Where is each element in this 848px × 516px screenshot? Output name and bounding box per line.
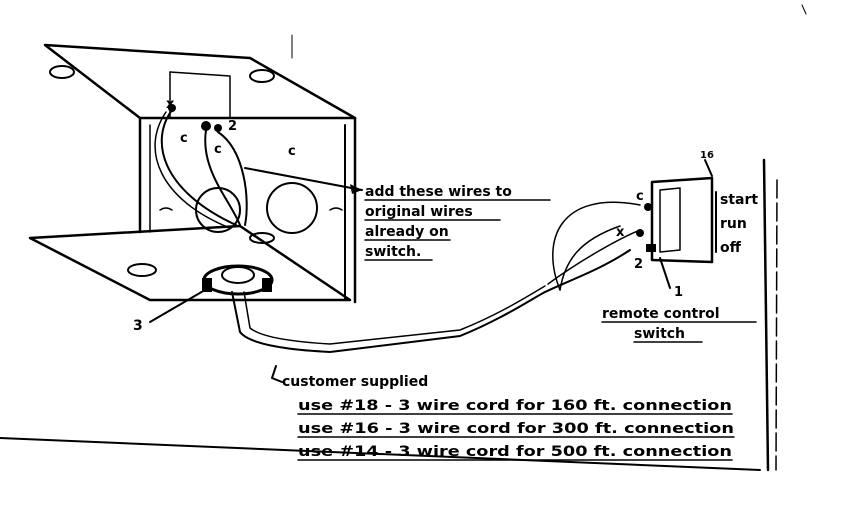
switch-position-start: start — [720, 192, 758, 208]
cord-notes: customer supplied use #18 - 3 wire cord … — [271, 365, 735, 461]
add-wires-line-2: original wires — [365, 204, 473, 220]
switch-ref-16: 16 — [700, 150, 714, 161]
remote-control-switch — [636, 159, 717, 289]
switch-position-run: run — [720, 216, 747, 232]
add-wires-line-1: add these wires to — [365, 184, 512, 200]
junction-box — [28, 43, 357, 304]
remote-label-line-1: remote control — [602, 306, 720, 322]
cord-row-2: use #16 - 3 wire cord for 300 ft. connec… — [298, 421, 734, 437]
annotation-leader — [244, 167, 363, 194]
remote-label-line-2: switch — [634, 326, 685, 342]
switch-callout-x: x — [616, 225, 625, 240]
callout-c-mid: c — [214, 142, 222, 157]
switch-callout-c: c — [636, 189, 644, 204]
cord-row-1: use #18 - 3 wire cord for 160 ft. connec… — [298, 398, 732, 414]
callout-c-left: c — [180, 131, 188, 146]
customer-cord — [231, 201, 641, 353]
add-wires-line-3: already on — [365, 224, 449, 240]
customer-supplied-label: customer supplied — [282, 374, 428, 390]
box-callouts: x c 2 c c 3 — [133, 97, 296, 334]
callout-c-right: c — [288, 144, 296, 159]
callout-clamp-ref: 3 — [133, 318, 143, 334]
add-wires-line-4: switch. — [365, 244, 421, 260]
remote-switch-labels: c x 2 16 1 start run off remote control … — [601, 150, 758, 343]
add-wires-note: add these wires to original wires alread… — [364, 184, 551, 261]
switch-ref-1: 1 — [674, 285, 683, 300]
callout-x: x — [166, 97, 175, 112]
callout-2: 2 — [228, 119, 237, 134]
switch-callout-2: 2 — [634, 257, 643, 272]
cord-row-3: use #14 - 3 wire cord for 500 ft. connec… — [298, 444, 732, 460]
page-rules — [0, 4, 807, 472]
switch-position-off: off — [720, 240, 742, 256]
